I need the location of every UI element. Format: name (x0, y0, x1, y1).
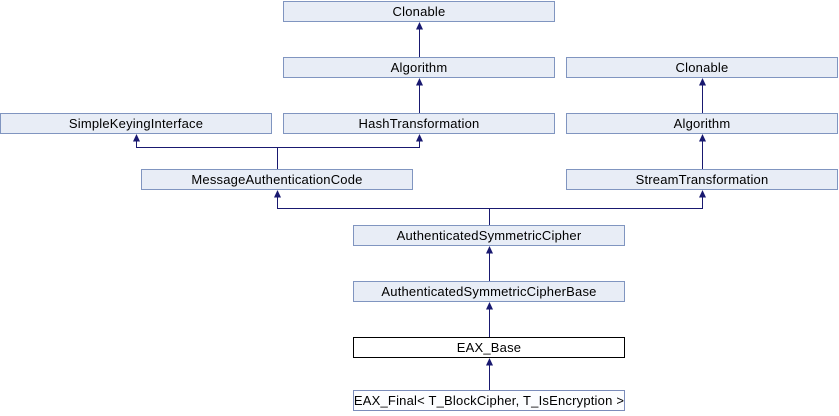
class-node-eax-base-current: EAX_Base (353, 337, 625, 358)
class-node-authenticatedsymmetriccipher[interactable]: AuthenticatedSymmetricCipher (353, 225, 625, 246)
class-node-hashtransformation[interactable]: HashTransformation (283, 113, 555, 134)
class-node-algorithm-right[interactable]: Algorithm (566, 113, 838, 134)
class-node-eax-final-template: EAX_Final< T_BlockCipher, T_IsEncryption… (353, 390, 625, 411)
class-node-clonable-right[interactable]: Clonable (566, 57, 838, 78)
class-node-simplekeyinginterface[interactable]: SimpleKeyingInterface (0, 113, 272, 134)
class-node-algorithm[interactable]: Algorithm (283, 57, 555, 78)
class-node-clonable[interactable]: Clonable (283, 1, 555, 22)
class-node-streamtransformation[interactable]: StreamTransformation (566, 169, 838, 190)
class-node-authenticatedsymmetriccipherbase[interactable]: AuthenticatedSymmetricCipherBase (353, 281, 625, 302)
class-node-messageauthenticationcode[interactable]: MessageAuthenticationCode (141, 169, 413, 190)
